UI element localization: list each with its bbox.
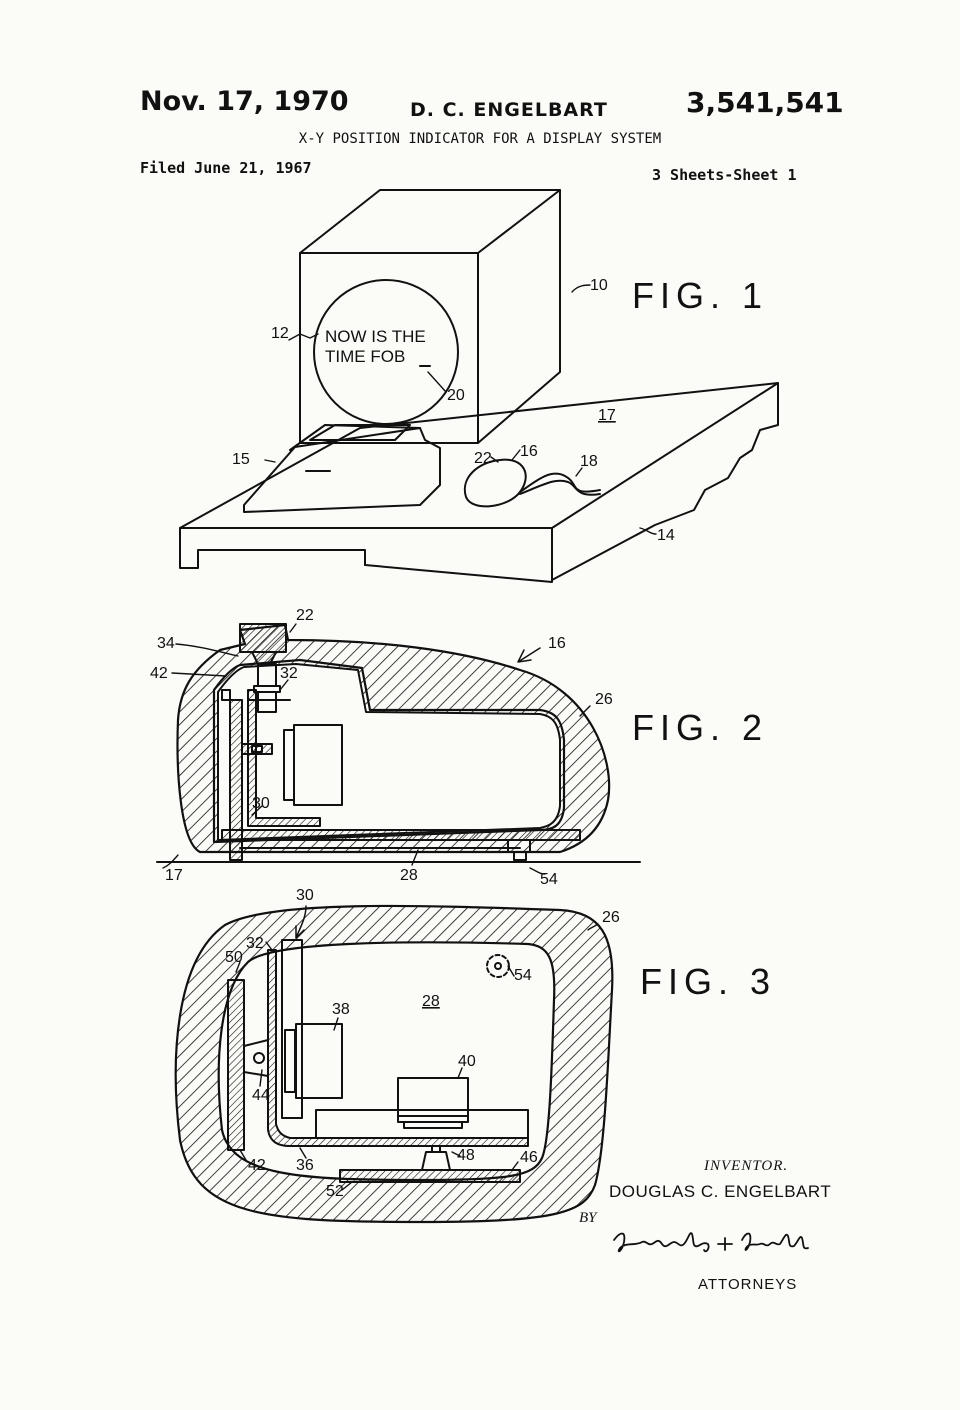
fig2-ref-26: 26	[595, 691, 613, 708]
fig3-ref-40: 40	[458, 1053, 476, 1070]
fig2-ref-34: 34	[157, 635, 175, 652]
fig2-ref-42: 42	[150, 665, 168, 682]
fig2-label: FIG. 2	[632, 707, 768, 748]
fig3-label: FIG. 3	[640, 961, 776, 1002]
fig2-drawing	[156, 623, 641, 875]
fig3-ref-48: 48	[457, 1147, 475, 1164]
fig1-ref-22: 22	[474, 450, 492, 467]
fig3-ref-28: 28	[422, 993, 440, 1010]
fig3-ref-42: 42	[248, 1157, 266, 1174]
fig1-drawing	[179, 189, 779, 583]
inventor-full-name: DOUGLAS C. ENGELBART	[609, 1182, 832, 1201]
fig1-ref-18: 18	[580, 453, 598, 470]
fig3-ref-30: 30	[296, 887, 314, 904]
fig3-ref-36: 36	[296, 1157, 314, 1174]
fig3-ref-46: 46	[520, 1149, 538, 1166]
patent-number: 3,541,541	[686, 86, 844, 119]
fig2-ref-54: 54	[540, 871, 558, 888]
fig3-ref-44: 44	[252, 1087, 270, 1104]
fig1-ref-12: 12	[271, 325, 289, 342]
fig3-ref-54: 54	[514, 967, 532, 984]
patent-date: Nov. 17, 1970	[140, 86, 349, 117]
patent-title: X-Y POSITION INDICATOR FOR A DISPLAY SYS…	[298, 131, 662, 147]
fig2-ref-28: 28	[400, 867, 418, 884]
fig1-ref-17: 17	[598, 407, 616, 424]
fig2-ref-16: 16	[548, 635, 566, 652]
fig1-screen-text-line2: TIME FOB	[325, 347, 405, 366]
by-label: BY	[579, 1210, 597, 1226]
fig1-ref-15: 15	[232, 451, 250, 468]
fig2-ref-22: 22	[296, 607, 314, 624]
fig2-ref-30: 30	[252, 795, 270, 812]
attorneys-label: ATTORNEYS	[698, 1276, 798, 1293]
fig3-ref-52: 52	[326, 1183, 344, 1200]
inventor-label: INVENTOR.	[704, 1158, 789, 1174]
sheet-count: 3 Sheets-Sheet 1	[652, 166, 797, 184]
fig3-drawing	[174, 904, 614, 1224]
fig3-ref-32: 32	[246, 935, 264, 952]
fig1-ref-16: 16	[520, 443, 538, 460]
fig1-ref-10: 10	[590, 277, 608, 294]
fig3-ref-26: 26	[602, 909, 620, 926]
fig2-ref-32: 32	[280, 665, 298, 682]
inventor-short-name: D. C. ENGELBART	[410, 99, 608, 121]
filed-date: Filed June 21, 1967	[140, 159, 312, 177]
fig3-ref-38: 38	[332, 1001, 350, 1018]
attorney-signature	[613, 1232, 809, 1253]
fig3-ref-50: 50	[225, 949, 243, 966]
fig1-ref-20: 20	[447, 387, 465, 404]
fig1-screen-text-line1: NOW IS THE	[325, 327, 426, 346]
fig1-ref-14: 14	[657, 527, 675, 544]
fig1-label: FIG. 1	[632, 275, 768, 316]
fig2-ref-17: 17	[165, 867, 183, 884]
